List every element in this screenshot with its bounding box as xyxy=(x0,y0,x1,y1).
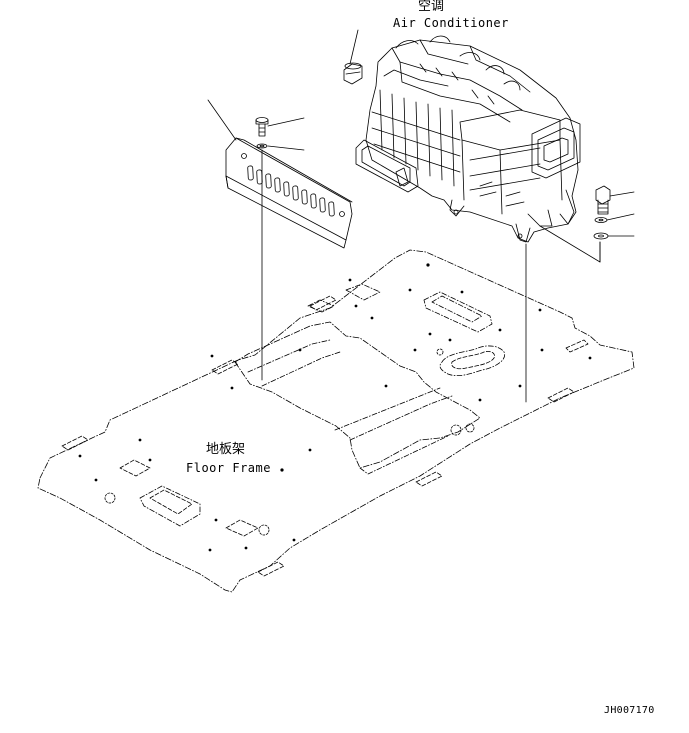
grille-screw xyxy=(255,117,269,137)
bolt-assembly-line xyxy=(539,225,601,263)
ac-bolt xyxy=(595,185,611,215)
screw-leader-line xyxy=(267,117,305,127)
washer-leader-line xyxy=(267,145,305,151)
ac-flat-washer xyxy=(593,232,609,240)
vent-grille-drawing xyxy=(225,137,353,249)
spring-washer-leader-line xyxy=(606,213,635,221)
air-conditioner-label-cn: 空调 xyxy=(418,0,445,14)
floor-frame-label-cn: 地板架 xyxy=(206,442,246,457)
drawing-code: JH007170 xyxy=(604,705,655,716)
air-conditioner-drawing xyxy=(355,35,581,243)
sleeve-leader-line xyxy=(349,29,359,65)
bolt-leader-line xyxy=(609,191,635,197)
grille-washer xyxy=(256,143,268,149)
ac-spring-washer xyxy=(594,217,608,223)
floor-frame-label-en: Floor Frame xyxy=(186,461,271,475)
floor-frame-drawing xyxy=(37,249,635,593)
sleeve-part xyxy=(343,62,363,85)
grille-leader-line xyxy=(207,99,237,141)
air-conditioner-label-en: Air Conditioner xyxy=(393,16,509,30)
